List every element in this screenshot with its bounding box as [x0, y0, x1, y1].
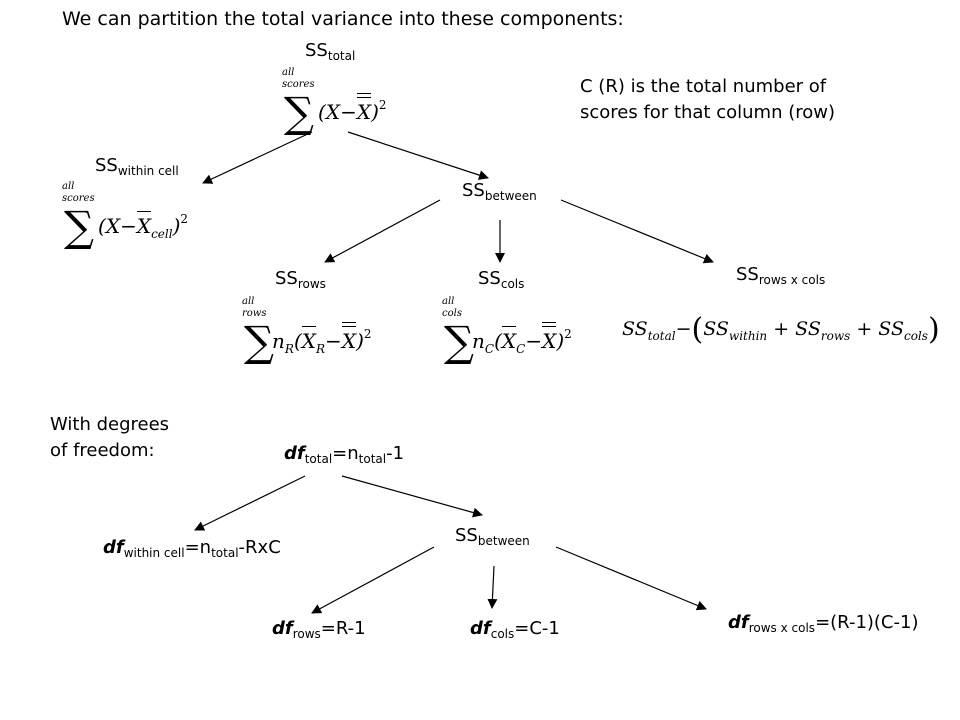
ss-rows-x-cols-label: SSrows x cols — [736, 264, 826, 287]
sigma-icon: ∑ — [64, 202, 94, 251]
arrow-dftotal-to-within — [194, 475, 306, 531]
arrow-between-to-rxc — [560, 199, 714, 264]
arrow-dftotal-to-between — [341, 475, 483, 518]
ss-total-label: SStotal — [305, 40, 356, 63]
sigma-icon: ∑ — [284, 88, 314, 137]
arrow-total-to-within — [202, 131, 313, 184]
df-rows: dfrows=R-1 — [272, 618, 366, 641]
arrow-between-to-rows — [324, 199, 441, 263]
df-within-cell: dfwithin cell=ntotal-RxC — [103, 537, 281, 560]
page-title: We can partition the total variance into… — [62, 8, 624, 30]
ss-rows-label: SSrows — [275, 268, 326, 291]
ss-cols-label: SScols — [478, 268, 525, 291]
note-text: C (R) is the total number of scores for … — [580, 74, 835, 126]
formula-ss-rows-x-cols: SStotal−(SSwithin + SSrows + SScols) — [622, 312, 940, 347]
arrow-dfbetween-to-rxc — [555, 546, 707, 611]
note-line-1: C (R) is the total number of — [580, 76, 827, 97]
arrow-dfbetween-to-rows — [311, 546, 435, 614]
ss-between-label: SSbetween — [462, 180, 537, 203]
df-label-line-1: With degrees — [50, 414, 170, 435]
sigma-icon: ∑ — [444, 317, 474, 366]
df-rows-x-cols: dfrows x cols=(R-1)(C-1) — [728, 612, 919, 635]
df-section-label: With degrees of freedom: — [50, 412, 169, 464]
note-line-2: scores for that column (row) — [580, 102, 835, 123]
ss-within-cell-label: SSwithin cell — [95, 155, 179, 178]
df-cols: dfcols=C-1 — [470, 618, 560, 641]
df-ss-between: SSbetween — [455, 525, 530, 548]
sigma-icon: ∑ — [244, 317, 274, 366]
arrow-dfbetween-to-cols — [487, 565, 498, 609]
arrow-total-to-between — [347, 131, 489, 180]
df-label-line-2: of freedom: — [50, 440, 155, 461]
df-total: dftotal=ntotal-1 — [284, 443, 405, 466]
